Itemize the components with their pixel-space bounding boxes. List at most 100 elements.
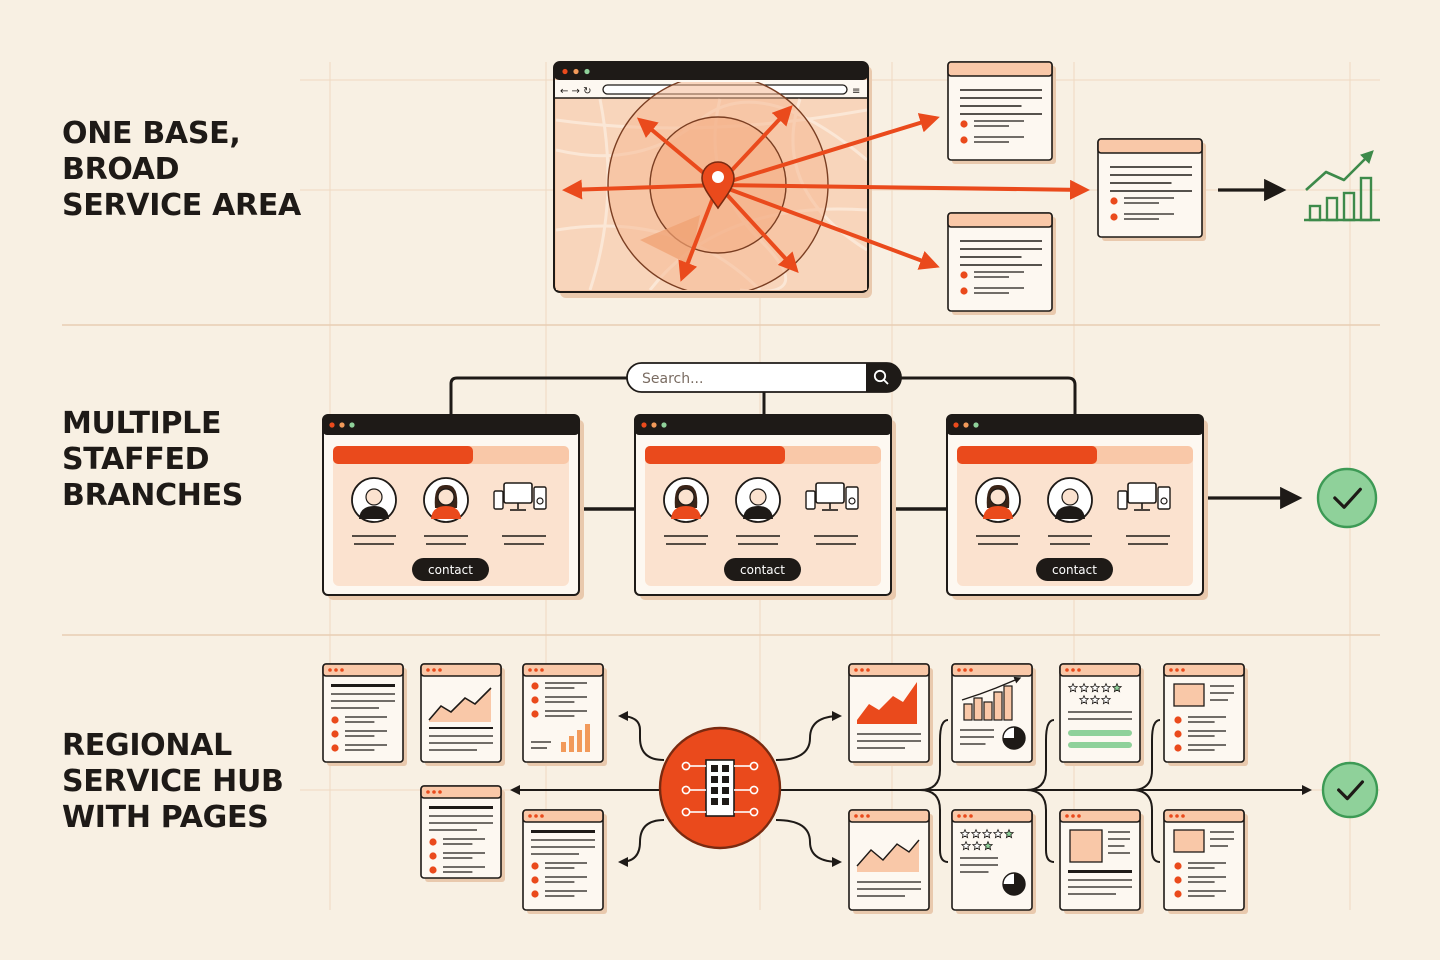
hub-connector <box>1025 719 1055 791</box>
bullet-dot <box>1174 730 1182 738</box>
monitor-shape <box>1127 482 1157 504</box>
star-icon <box>1100 682 1112 693</box>
star-icon <box>971 840 983 851</box>
hub-connector <box>618 711 665 761</box>
mini-bar <box>577 730 582 752</box>
image-placeholder <box>1173 829 1205 853</box>
window-dot <box>534 668 538 672</box>
hub-page-card <box>1059 663 1144 766</box>
card-header <box>848 663 930 677</box>
contact-button-shape[interactable] <box>724 558 801 581</box>
star-icon <box>1078 682 1090 693</box>
window-titlebar <box>554 62 868 80</box>
hub-page-card <box>522 663 607 766</box>
building-window <box>722 798 729 805</box>
growth-chart-icon <box>1304 150 1380 222</box>
hero-banner-accent <box>645 446 785 464</box>
hub-page-card <box>420 785 505 882</box>
card-header <box>1059 663 1141 677</box>
building-window <box>711 798 718 805</box>
contact-button-shape[interactable] <box>1036 558 1113 581</box>
map-road <box>588 98 610 290</box>
contact-button[interactable]: contact <box>412 558 489 581</box>
hub-page-card <box>1059 809 1144 914</box>
pie-slice <box>1003 873 1025 895</box>
contact-button[interactable]: contact <box>724 558 801 581</box>
window-dot <box>963 668 967 672</box>
hub-connector <box>618 819 665 867</box>
bullet-dot <box>1174 876 1182 884</box>
row-title-line: STAFFED <box>62 442 210 477</box>
star-icon <box>982 840 994 851</box>
window-dot <box>973 422 979 428</box>
hero-banner-accent <box>957 446 1097 464</box>
growth-bar <box>1308 204 1322 222</box>
row-title-line: REGIONAL <box>62 728 232 763</box>
building-shape <box>705 759 735 817</box>
star-icon <box>1100 694 1112 705</box>
person-icon <box>1047 477 1093 523</box>
hub-connector <box>1025 789 1055 863</box>
hub-page-card <box>322 663 407 766</box>
search-bar[interactable]: Search... <box>626 362 902 393</box>
window-dot <box>340 668 344 672</box>
circuit-node <box>749 807 759 817</box>
bullet-dot <box>429 838 437 846</box>
bullet-dot <box>531 862 539 870</box>
window-dot <box>562 68 568 75</box>
card-header <box>1059 809 1141 823</box>
person-body <box>983 506 1013 519</box>
bullet-dot <box>960 136 968 144</box>
window-titlebar <box>947 415 1203 435</box>
hub-page-card <box>1163 809 1248 914</box>
text-line <box>1068 870 1132 873</box>
window-dot <box>426 668 430 672</box>
search-button[interactable] <box>866 363 902 392</box>
hub-connector <box>775 711 842 761</box>
service-arrow <box>717 113 940 187</box>
window-dot <box>963 814 967 818</box>
window-dot <box>860 668 864 672</box>
card-header <box>420 663 502 677</box>
bullet-dot <box>331 730 339 738</box>
row-title-regional-hub: REGIONAL SERVICE HUB WITH PAGES <box>62 728 284 836</box>
window-dot <box>349 422 355 428</box>
contact-button[interactable]: contact <box>1036 558 1113 581</box>
card-header <box>1163 663 1245 677</box>
text-line <box>331 684 395 687</box>
tower-fan <box>848 497 856 505</box>
star-icon <box>1089 682 1101 693</box>
star-icon <box>1067 682 1079 693</box>
image-placeholder <box>1069 829 1103 863</box>
building-window <box>722 765 729 772</box>
phone-shape <box>1117 490 1128 510</box>
window-dot <box>534 814 538 818</box>
window-dot <box>1169 668 1173 672</box>
bullet-dot <box>960 271 968 279</box>
hub-page-card <box>848 663 933 766</box>
bullet-dot <box>1174 890 1182 898</box>
star-icon <box>1111 682 1123 693</box>
card-header <box>848 809 930 823</box>
checkmark-icon <box>1333 487 1362 509</box>
window-dot <box>329 422 335 428</box>
bullet-dot <box>331 716 339 724</box>
window-dot <box>1077 668 1081 672</box>
check-circle <box>1321 761 1379 819</box>
window-dot <box>1181 668 1185 672</box>
contact-button-shape[interactable] <box>412 558 489 581</box>
map-pin-icon <box>701 161 735 210</box>
window-dot <box>573 68 579 75</box>
growth-bar <box>1359 176 1373 222</box>
rating-bar <box>1068 730 1132 736</box>
devices-icon <box>805 482 859 511</box>
person-icon <box>735 477 781 523</box>
hub-connector <box>1131 789 1161 863</box>
window-dot <box>661 422 667 428</box>
building-icon <box>658 726 782 850</box>
window-dot <box>334 668 338 672</box>
window-dot <box>528 814 532 818</box>
branch-window: contact <box>634 414 896 600</box>
card-header <box>522 663 604 677</box>
